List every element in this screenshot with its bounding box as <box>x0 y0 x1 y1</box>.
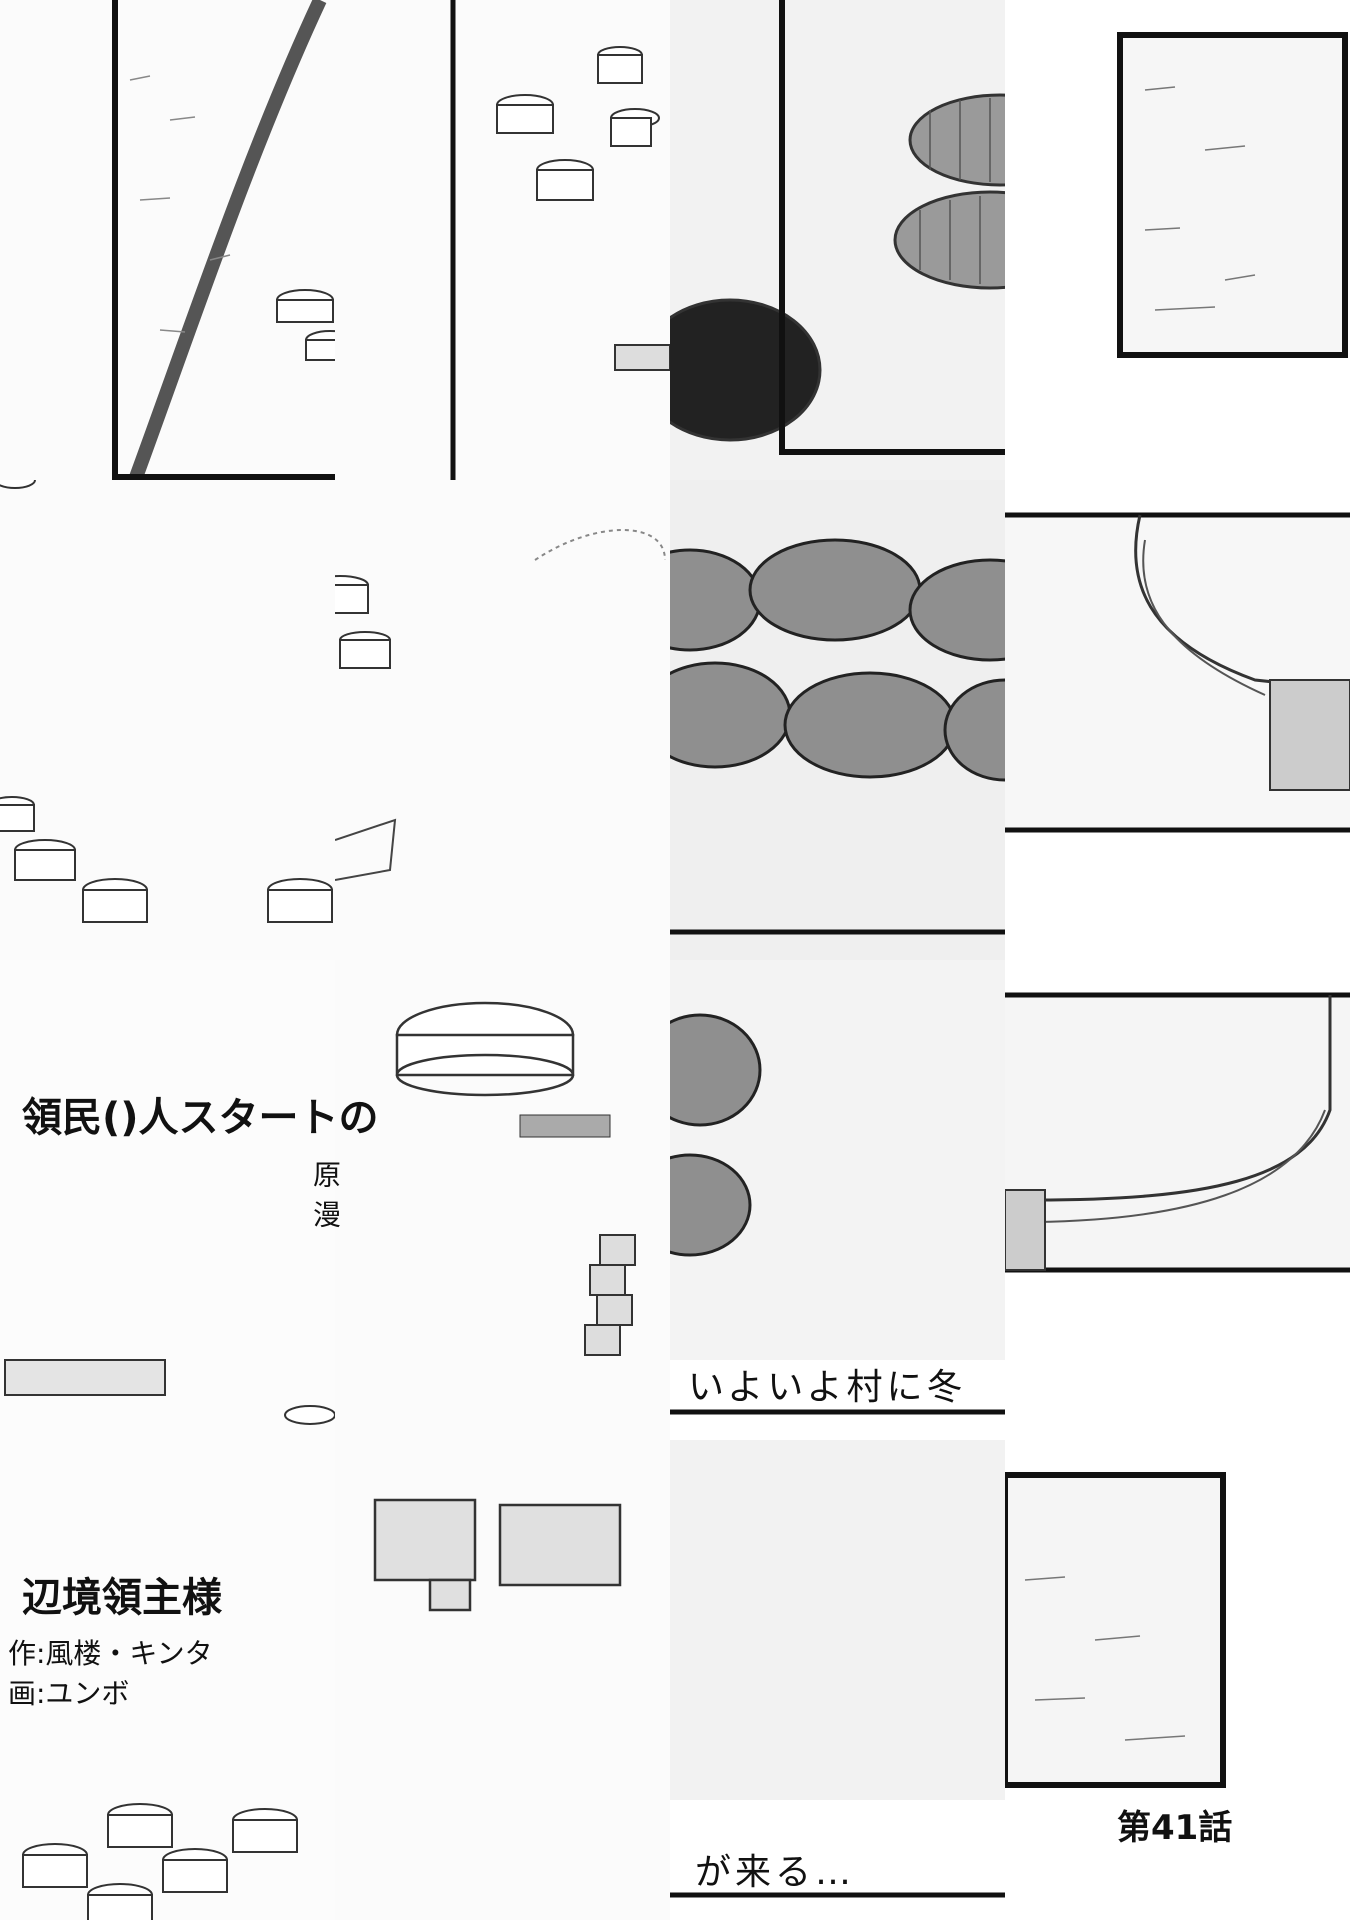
series-title-line2: 辺境領主様 <box>22 1575 222 1621</box>
panel-title <box>0 960 335 1440</box>
pits-illustration <box>670 0 1005 480</box>
panel-central-yurt <box>335 960 670 1440</box>
panel-pits-narration <box>670 960 1005 1440</box>
yurt-wall-illustration <box>1005 992 1350 1273</box>
panel-grass-field <box>1005 0 1350 480</box>
chapter-label: 第41話 <box>1117 1808 1233 1848</box>
steppe-illustration <box>0 0 335 480</box>
credit-art-label: 漫 <box>309 1200 342 1228</box>
panel-steppe-left <box>0 0 335 480</box>
yurt-icon <box>496 46 670 371</box>
chapter-panel-illustration <box>1005 1472 1226 1788</box>
panel-chapter <box>1005 1440 1350 1920</box>
narration-end-illustration <box>670 1440 1005 1920</box>
grass-illustration <box>1117 32 1348 358</box>
yurt-icon <box>276 289 335 361</box>
pasture-illustration <box>335 480 670 960</box>
narration-part2: が来る… <box>695 1852 856 1893</box>
credit-original-label: 原 <box>309 1160 342 1188</box>
credits-background-illustration <box>22 1803 298 1920</box>
yurt-icon <box>395 1001 575 1097</box>
credit-original-work: 作:風楼・キンタ <box>8 1637 213 1670</box>
pits-narration-illustration <box>670 960 1005 1440</box>
credit-artwork: 画:ユンボ <box>8 1677 130 1710</box>
panel-credits <box>0 1440 335 1920</box>
panel-yurt-wall <box>1005 960 1350 1440</box>
village-illustration <box>335 0 670 480</box>
yurt-closeup-illustration <box>1005 512 1350 833</box>
yurt-field-illustration <box>0 480 335 960</box>
panel-yurt-field <box>0 480 335 960</box>
yurt-icon <box>335 575 391 669</box>
yurt-icon <box>0 480 333 923</box>
yurt-icon <box>22 1803 298 1920</box>
sheds-illustration <box>335 1440 670 1920</box>
central-yurt-illustration <box>335 960 670 1440</box>
panel-yurt-village <box>335 0 670 480</box>
narration-part1: いよいよ村に冬 <box>688 1367 967 1408</box>
panel-storage-sheds <box>335 1440 670 1920</box>
title-background-illustration <box>4 1359 335 1425</box>
pit-covers-illustration <box>670 480 1005 960</box>
panel-narration-end <box>670 1440 1005 1920</box>
panel-pasture-fence <box>335 480 670 960</box>
panel-yurt-closeup <box>1005 480 1350 960</box>
series-title-line1: 領民()人スタートの <box>22 1095 379 1141</box>
panel-storage-pits <box>670 0 1005 480</box>
panel-pit-covers <box>670 480 1005 960</box>
